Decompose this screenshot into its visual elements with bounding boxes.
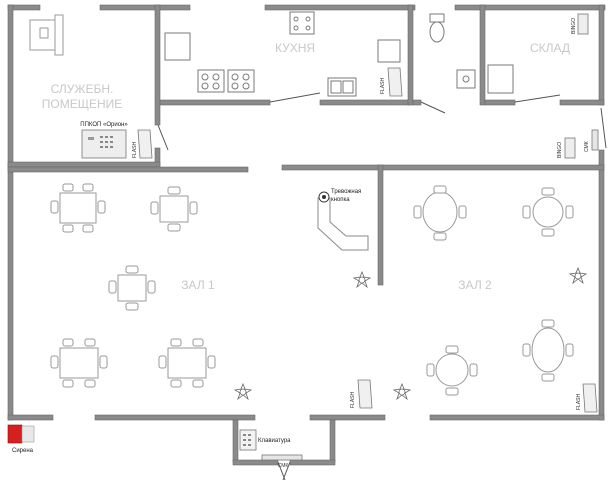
room-label-storage: СКЛАД: [530, 41, 570, 55]
plant-icons: [233, 266, 588, 401]
bar-counter: [317, 197, 369, 251]
kitchen-fixtures: [164, 11, 401, 97]
keypad-icon: [239, 429, 257, 451]
magnetic-contact-icon: [591, 129, 599, 151]
panic-button-label-line2: кнопка: [331, 197, 350, 203]
glass-break-sensor-icon: [577, 13, 589, 35]
panic-button-label-line1: Тревожная: [331, 189, 361, 195]
walls: [7, 4, 606, 466]
siren-label: Сирена: [12, 448, 34, 454]
panic-button-icon: [318, 191, 330, 203]
control-panel-device: [81, 129, 127, 159]
keypad-label: Клавиатура: [258, 438, 291, 444]
office-desk: [29, 14, 64, 56]
room-label-office-line2: ПОМЕЩЕНИЕ: [42, 97, 123, 111]
flash-label-office: FLASH: [132, 141, 138, 158]
bingo-label-corridor: BINGO: [557, 142, 563, 158]
motion-sensor-icon: [357, 379, 373, 409]
room-label-office-line1: СЛУЖЕБН.: [51, 82, 114, 96]
glass-break-sensor-icon: [564, 137, 576, 159]
motion-sensor-icon: [387, 67, 403, 97]
doors: [157, 92, 607, 481]
smk-label-entrance: СМК: [278, 463, 289, 469]
flash-label-hall2: FLASH: [576, 393, 582, 410]
room-label-hall1: ЗАЛ 1: [181, 278, 215, 292]
room-label-kitchen: КУХНЯ: [275, 41, 315, 55]
control-panel-label: ППКОП «Орион»: [80, 122, 128, 128]
hall2-tables: [413, 185, 574, 396]
smk-label-corridor: СМК: [584, 141, 590, 152]
motion-sensor-icon: [582, 383, 598, 413]
bingo-label-storage: BINGO: [571, 18, 577, 34]
motion-sensor-icon: [137, 129, 153, 159]
hall1-tables: [50, 183, 216, 388]
room-label-hall2: ЗАЛ 2: [458, 278, 492, 292]
storage-furniture: [487, 64, 514, 94]
wc-fixtures: [429, 13, 476, 89]
siren-icon: [7, 424, 35, 444]
magnetic-contact-icon: [261, 454, 303, 461]
flash-label-kitchen: FLASH: [380, 77, 386, 94]
flash-label-hall1: FLASH: [350, 391, 356, 408]
